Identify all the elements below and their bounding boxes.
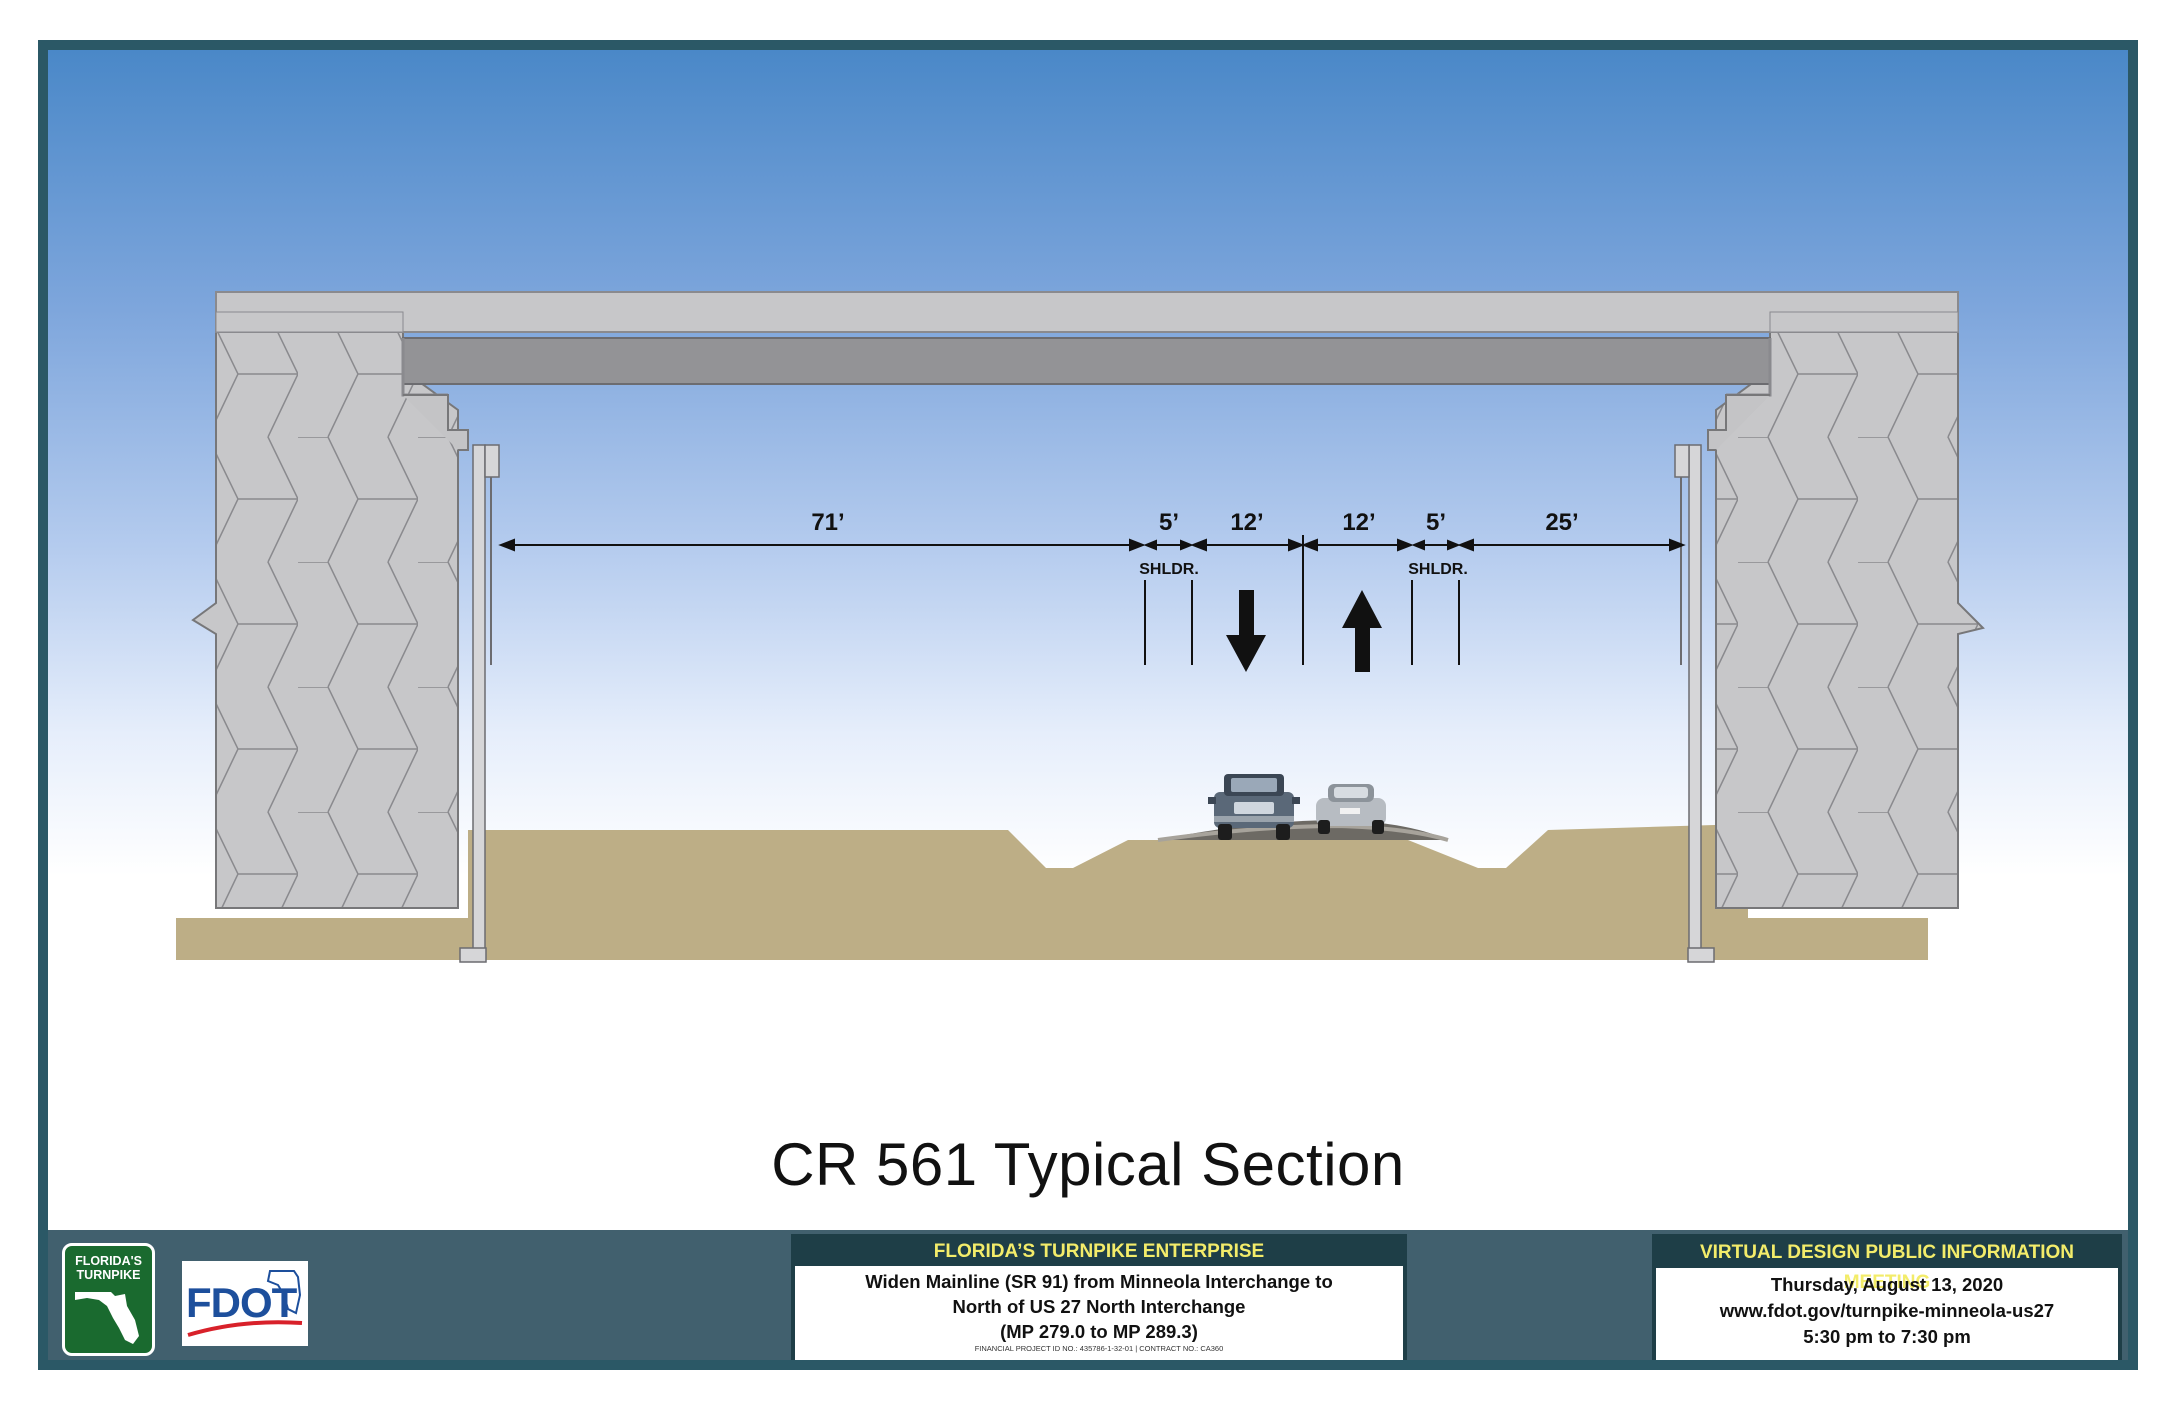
shoulder-label-left: SHLDR. — [1139, 561, 1199, 578]
project-line-3: (MP 279.0 to MP 289.3) — [1000, 1321, 1198, 1342]
meeting-url[interactable]: www.fdot.gov/turnpike-minneola-us27 — [1719, 1300, 2055, 1321]
fdot-logo: FDOT — [182, 1261, 308, 1346]
fdot-swoosh-icon — [187, 1270, 303, 1337]
project-info-header: FLORIDA’S TURNPIKE ENTERPRISE — [795, 1238, 1403, 1266]
footer-bar: FLORIDA'S TURNPIKE FDOT FLORIDA’S TURNPI… — [48, 1230, 2128, 1360]
florida-map-icon — [75, 1292, 139, 1344]
dim-5-left: 5’ — [1159, 509, 1179, 536]
left-pier — [472, 444, 486, 961]
car-icon — [1316, 784, 1386, 834]
right-pier — [1688, 444, 1702, 961]
meeting-time: 5:30 pm to 7:30 pm — [1803, 1326, 1971, 1347]
drawing-frame: 71’ 5’ 12’ 12’ 5’ 25’ SHLDR. SHLDR. — [38, 40, 2138, 1370]
project-line-2: North of US 27 North Interchange — [952, 1296, 1246, 1317]
dim-12-left: 12’ — [1230, 509, 1263, 536]
dim-25: 25’ — [1545, 509, 1578, 536]
arrow-up-icon — [1342, 590, 1382, 672]
ground-profile — [468, 824, 1748, 918]
project-info-box: FLORIDA’S TURNPIKE ENTERPRISE Widen Main… — [791, 1234, 1407, 1360]
page-title: CR 561 Typical Section — [771, 1131, 1405, 1198]
fdot-logo-text: FDOT — [186, 1279, 297, 1326]
dim-5-right: 5’ — [1426, 509, 1446, 536]
project-line-1: Widen Mainline (SR 91) from Minneola Int… — [865, 1271, 1333, 1292]
turnpike-logo-text: FLORIDA'S TURNPIKE — [75, 1254, 142, 1282]
florida-turnpike-logo: FLORIDA'S TURNPIKE — [62, 1243, 155, 1356]
arrow-down-icon — [1226, 590, 1266, 672]
meeting-info-header: VIRTUAL DESIGN PUBLIC INFORMATION MEETIN… — [1656, 1238, 2118, 1293]
bridge-girder — [402, 337, 1771, 385]
ground-fill — [176, 918, 1928, 960]
dimension-lines — [498, 535, 1686, 665]
bridge-deck — [215, 291, 1959, 333]
shoulder-label-right: SHLDR. — [1408, 561, 1468, 578]
truck-icon — [1208, 774, 1300, 840]
meeting-date: Thursday, August 13, 2020 — [1770, 1274, 2004, 1295]
project-ids: FINANCIAL PROJECT ID NO.: 435786-1-32-01… — [974, 1344, 1224, 1353]
meeting-info-box: VIRTUAL DESIGN PUBLIC INFORMATION MEETIN… — [1652, 1234, 2122, 1360]
typical-section-diagram: 71’ 5’ 12’ 12’ 5’ 25’ SHLDR. SHLDR. — [176, 291, 1985, 963]
dim-12-right: 12’ — [1342, 509, 1375, 536]
dim-71: 71’ — [811, 509, 844, 536]
